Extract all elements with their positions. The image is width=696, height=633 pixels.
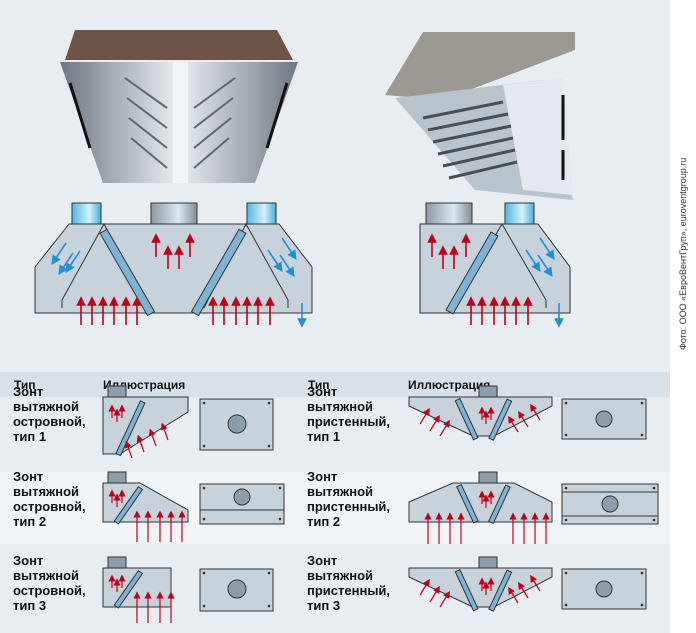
row3-right-label: Зонт вытяжной пристенный, тип 3: [307, 553, 391, 613]
island-type1-top-view: [199, 398, 274, 451]
wall-type3-top-view: [561, 568, 647, 610]
row2-right-label: Зонт вытяжной пристенный, тип 2: [307, 469, 391, 529]
row2-left-label: Зонт вытяжной островной, тип 2: [13, 469, 86, 529]
header-type-left: Тип: [14, 378, 36, 392]
row3-left-label: Зонт вытяжной островной, тип 3: [13, 553, 86, 613]
wall-type1-top-view: [561, 398, 647, 440]
row1-right-label: Зонт вытяжной пристенный, тип 1: [307, 384, 391, 444]
wall-type1-side-view: [408, 385, 553, 441]
diagram-wall-hood: [419, 202, 571, 328]
wall-type3-side-view: [408, 556, 553, 612]
island-type1-side-view: [102, 385, 189, 459]
island-type3-side-view: [102, 556, 175, 623]
island-type3-top-view: [199, 568, 274, 612]
photo-wall-hood: [385, 32, 575, 200]
header-type-right: Тип: [308, 378, 330, 392]
header-illustration-right: Иллюстрация: [408, 378, 491, 392]
row1-left-label: Зонт вытяжной островной, тип 1: [13, 384, 86, 444]
wall-type2-side-view: [408, 471, 553, 544]
diagram-island-hood: [34, 202, 313, 328]
island-type2-top-view: [199, 483, 285, 525]
island-type2-side-view: [102, 471, 189, 542]
photo-island-hood: [60, 30, 298, 183]
wall-type2-top-view: [561, 483, 659, 525]
margin-strip: [670, 0, 696, 633]
photo-credit: Фото: ООО «ЕвроВентГруп», euroventgroup.…: [678, 157, 688, 350]
